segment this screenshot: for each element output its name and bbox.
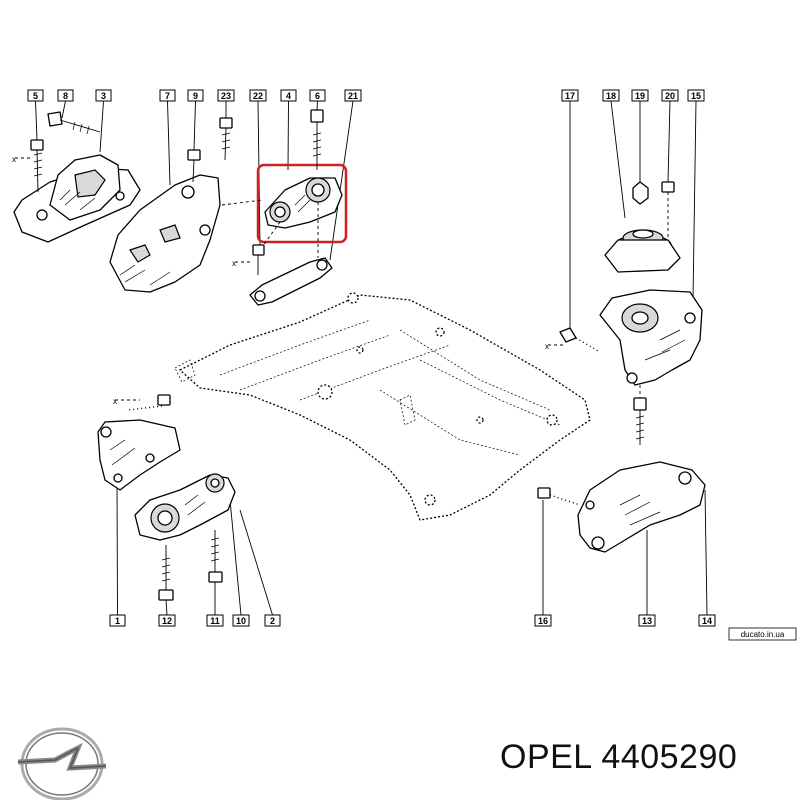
svg-text:6: 6 — [315, 91, 320, 101]
callout-4: 4 — [280, 89, 297, 102]
svg-text:x: x — [545, 342, 549, 351]
svg-text:13: 13 — [642, 616, 652, 626]
callout-19: 19 — [631, 89, 649, 102]
callout-12: 12 — [158, 614, 176, 627]
upper-left-bracket: x — [12, 111, 141, 243]
svg-text:11: 11 — [210, 616, 220, 626]
callout-1: 1 — [109, 614, 126, 627]
lower-left-bracket: x — [97, 394, 181, 491]
svg-text:5: 5 — [33, 91, 38, 101]
link-rod-21: x — [232, 244, 333, 306]
callout-11: 11 — [206, 614, 224, 627]
callout-2: 2 — [264, 614, 281, 627]
part-number: 4405290 — [601, 738, 738, 776]
subframe — [174, 292, 591, 521]
callout-10: 10 — [232, 614, 250, 627]
callout-22: 22 — [249, 89, 267, 102]
right-upper-mount: x — [545, 181, 703, 445]
opel-logo-icon — [17, 727, 107, 800]
lower-torque-mount — [134, 473, 236, 601]
svg-text:16: 16 — [538, 616, 548, 626]
highlight-box — [256, 163, 348, 244]
callout-15: 15 — [687, 89, 705, 102]
callout-18: 18 — [602, 89, 620, 102]
svg-text:14: 14 — [702, 616, 712, 626]
svg-text:12: 12 — [162, 616, 172, 626]
right-lower-bracket — [537, 461, 706, 553]
callout-23: 23 — [217, 89, 235, 102]
brand-name: OPEL — [500, 738, 592, 776]
svg-text:15: 15 — [691, 91, 701, 101]
leader-lines-bottom — [116, 481, 708, 616]
svg-text:1: 1 — [115, 616, 120, 626]
svg-text:19: 19 — [635, 91, 645, 101]
highlighted-mount-4 — [221, 109, 348, 258]
svg-text:ducato.in.ua: ducato.in.ua — [741, 630, 785, 639]
callout-6: 6 — [309, 89, 326, 102]
svg-text:x: x — [232, 259, 236, 268]
callout-5: 5 — [27, 89, 44, 102]
svg-text:4: 4 — [286, 91, 291, 101]
svg-text:23: 23 — [221, 91, 231, 101]
callout-21: 21 — [344, 89, 362, 102]
svg-text:8: 8 — [63, 91, 68, 101]
svg-text:7: 7 — [165, 91, 170, 101]
svg-text:17: 17 — [565, 91, 575, 101]
svg-text:x: x — [113, 397, 117, 406]
callout-13: 13 — [638, 614, 656, 627]
callout-3: 3 — [95, 89, 112, 102]
callout-row-top: 5 8 3 7 9 23 22 4 6 21 17 18 19 20 15 — [27, 89, 705, 102]
callout-17: 17 — [561, 89, 579, 102]
callout-16: 16 — [534, 614, 552, 627]
svg-text:10: 10 — [236, 616, 246, 626]
callout-14: 14 — [698, 614, 716, 627]
brand-part-label: OPEL 4405290 — [500, 738, 737, 777]
svg-text:x: x — [12, 155, 16, 164]
callout-8: 8 — [57, 89, 74, 102]
callout-7: 7 — [159, 89, 176, 102]
callout-9: 9 — [187, 89, 204, 102]
svg-text:20: 20 — [665, 91, 675, 101]
gearbox-bracket — [109, 117, 233, 293]
callout-20: 20 — [661, 89, 679, 102]
callout-row-bottom: 1 12 11 10 2 16 13 14 — [109, 614, 716, 627]
svg-text:2: 2 — [270, 616, 275, 626]
svg-text:22: 22 — [253, 91, 263, 101]
svg-text:21: 21 — [348, 91, 358, 101]
watermark-label: ducato.in.ua — [728, 627, 797, 641]
svg-text:18: 18 — [606, 91, 616, 101]
svg-text:3: 3 — [101, 91, 106, 101]
svg-text:9: 9 — [193, 91, 198, 101]
